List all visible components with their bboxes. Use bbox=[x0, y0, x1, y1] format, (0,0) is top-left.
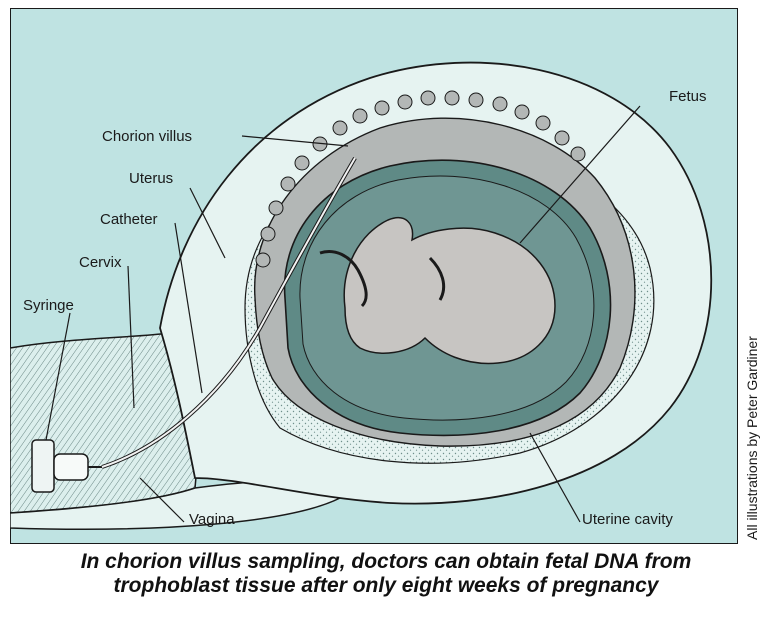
syringe bbox=[31, 439, 102, 493]
label-cervix: Cervix bbox=[79, 254, 122, 271]
fetus bbox=[319, 217, 556, 365]
leader-lines bbox=[45, 105, 641, 523]
illustration-credit: All illustrations by Peter Gardiner bbox=[744, 336, 760, 540]
fetus-arm bbox=[319, 250, 368, 308]
label-fetus: Fetus bbox=[669, 88, 707, 105]
cvs-illustration bbox=[10, 8, 738, 544]
label-chorion-villus: Chorion villus bbox=[102, 128, 193, 145]
label-uterus: Uterus bbox=[129, 170, 174, 187]
catheter-highlight bbox=[101, 157, 356, 468]
label-vagina: Vagina bbox=[189, 511, 235, 528]
label-syringe: Syringe bbox=[23, 297, 74, 314]
label-uterine-cavity: Uterine cavity bbox=[582, 511, 673, 528]
chorion-villi bbox=[255, 90, 586, 268]
fetus-body bbox=[343, 217, 556, 365]
fetus-leg bbox=[428, 256, 446, 301]
caption-line-2: trophoblast tissue after only eight week… bbox=[113, 574, 659, 597]
figure-caption: In chorion villus sampling, doctors can … bbox=[0, 550, 772, 598]
label-catheter: Catheter bbox=[100, 211, 158, 228]
caption-line-1: In chorion villus sampling, doctors can … bbox=[80, 550, 692, 573]
